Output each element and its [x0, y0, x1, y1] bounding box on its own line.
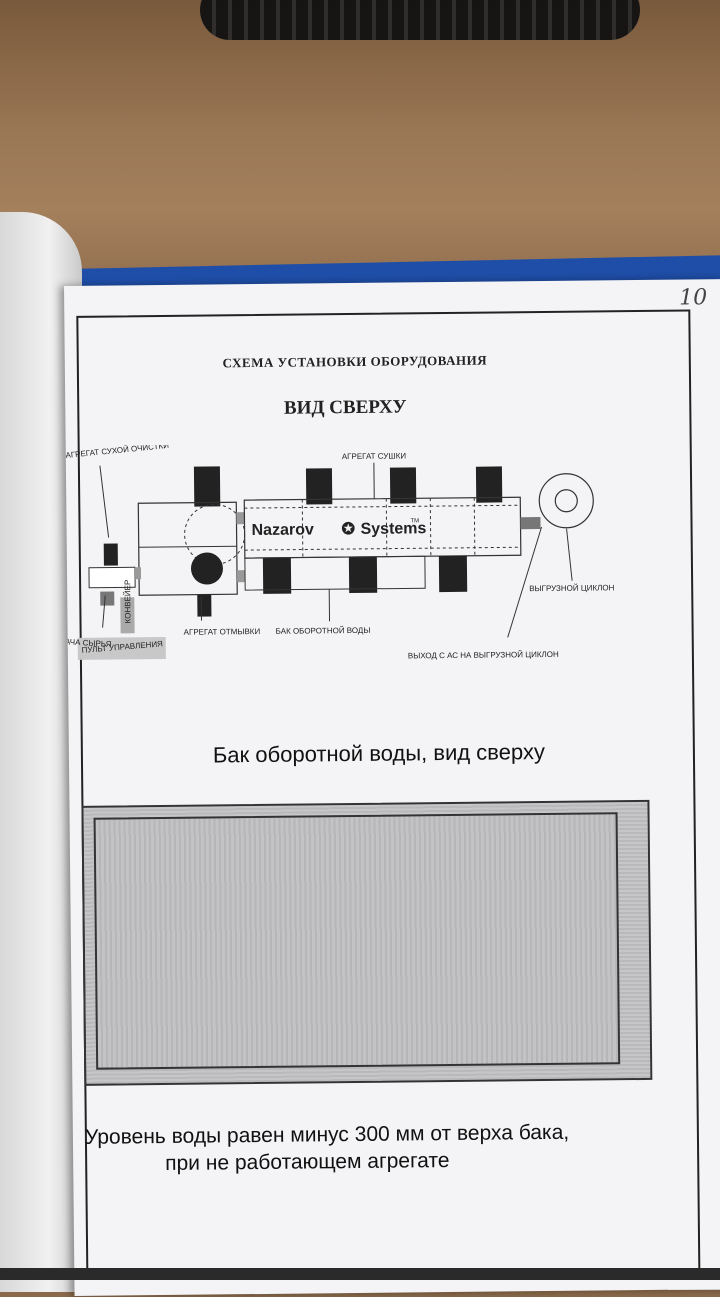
coiled-cable: [200, 0, 640, 40]
tank-inner-outline: [94, 812, 621, 1069]
bottom-block: [349, 557, 377, 593]
tank-top-view: [81, 800, 652, 1086]
conveyor-label: КОНВЕЙЕР: [123, 580, 132, 624]
label-cyclone: ВЫГРУЗНОЙ ЦИКЛОН: [529, 583, 615, 593]
water-level-note: Уровень воды равен минус 300 мм от верха…: [73, 1118, 674, 1178]
logo-trademark: TM: [410, 518, 419, 524]
label-exit: ВЫХОД С АС НА ВЫГРУЗНОЙ ЦИКЛОН: [408, 650, 559, 661]
top-block: [194, 466, 220, 506]
label-drying: АГРЕГАТ СУШКИ: [342, 451, 407, 461]
label-washing: АГРЕГАТ ОТМЫВКИ: [184, 627, 261, 637]
document-page: 10 СХЕМА УСТАНОВКИ ОБОРУДОВАНИЯ ВИД СВЕР…: [64, 279, 720, 1296]
equipment-layout-diagram: КОНВЕЙЕР Nazarov ✪ Systems TM АГРЕГАТ СУ…: [66, 440, 668, 686]
bottom-block: [263, 558, 291, 594]
bottom-edge: [0, 1268, 720, 1280]
label-water-tank: БАК ОБОРОТНОЙ ВОДЫ: [276, 626, 371, 636]
feed-block: [104, 543, 118, 565]
desk-surface: [0, 0, 720, 300]
logo-star-icon: ✪: [341, 521, 355, 538]
cyclone-inner: [555, 490, 577, 512]
bottom-block: [439, 556, 467, 592]
handwritten-page-number: 10: [679, 285, 707, 310]
logo-nazarov: Nazarov: [251, 521, 314, 539]
bottom-block: [197, 594, 211, 616]
cyclone-outer: [539, 473, 594, 528]
